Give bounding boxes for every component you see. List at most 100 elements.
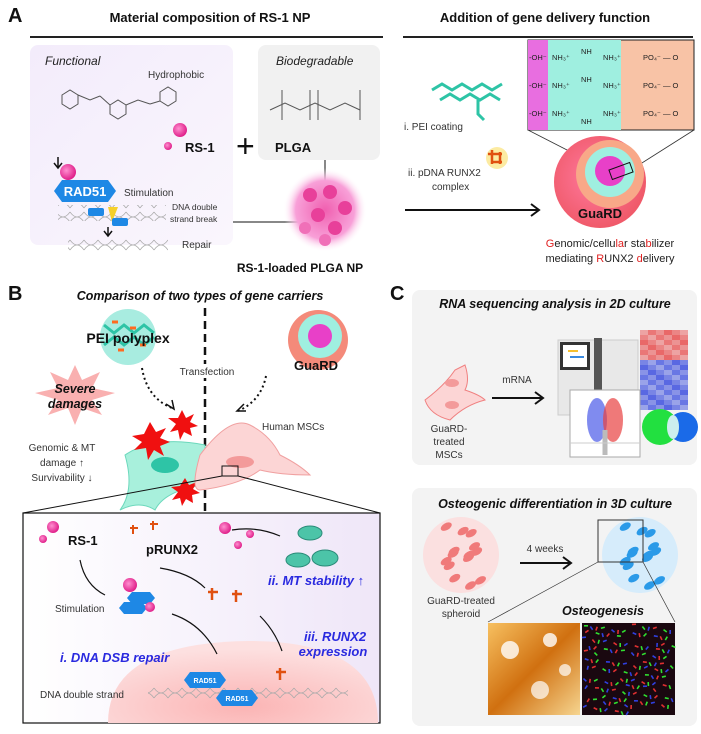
if-speckle: [623, 671, 628, 674]
repair-label: Repair: [182, 240, 212, 251]
rs1-dot: [164, 142, 172, 150]
if-speckle: [616, 635, 621, 638]
heatmap-cell: [648, 355, 656, 360]
if-speckle: [589, 626, 594, 631]
rs1-dot: [47, 521, 59, 533]
transfection-bg: [170, 364, 244, 378]
heatmap-cell: [664, 335, 672, 340]
spheroid-body: [423, 517, 499, 593]
down-arrow: [53, 157, 63, 170]
spheroid-label-line2: spheroid: [442, 609, 480, 620]
if-speckle: [614, 710, 619, 713]
if-speckle: [633, 700, 638, 702]
rad51-protein: [216, 690, 258, 706]
spheroid-cell: [440, 556, 452, 566]
heatmap-cell: [664, 355, 672, 360]
if-speckle: [653, 694, 658, 699]
guard-small: [288, 310, 348, 370]
if-speckle: [619, 678, 624, 683]
if-speckle: [660, 668, 663, 674]
if-speckle: [610, 682, 613, 687]
osteogenesis-label: Osteogenesis: [562, 604, 644, 618]
if-speckle: [602, 639, 607, 643]
dna-repaired-strand: [68, 238, 168, 252]
heatmap-cell: [640, 395, 648, 400]
if-speckle: [639, 700, 644, 706]
rs1-dot: [39, 535, 47, 543]
if-speckle: [643, 694, 648, 698]
guard-tagline-line1: Genomic/cellular stabilizer: [546, 238, 675, 250]
pei-coating-label: i. PEI coating: [404, 122, 463, 133]
heatmap-cell: [640, 390, 648, 395]
if-speckle: [591, 665, 596, 669]
heatmap-cell: [656, 335, 664, 340]
if-speckle: [660, 642, 665, 647]
heatmap: [640, 330, 688, 410]
inset-rows: -OH⁻ NH₃⁺ NH NH₃⁺ PO₄⁻ — O -OH⁻ NH₃⁺ NH …: [529, 47, 679, 126]
if-speckle: [636, 652, 639, 657]
if-speckle: [594, 687, 599, 689]
rna-seq-title: RNA sequencing analysis in 2D culture: [439, 297, 671, 311]
spheroid-cell: [619, 556, 631, 566]
break-bolt: [108, 207, 118, 222]
heatmap-cell: [672, 345, 680, 350]
panel-label-b: B: [8, 283, 22, 305]
if-speckle: [583, 649, 589, 652]
if-speckle: [631, 623, 637, 626]
prunx2-icon: [130, 521, 158, 534]
if-speckle: [614, 681, 619, 686]
heatmap-cell: [648, 340, 656, 345]
if-speckle: [647, 682, 650, 687]
inset-nh3: NH₃⁺: [552, 53, 570, 62]
np-label: RS-1-loaded PLGA NP: [237, 261, 363, 275]
spheroid-cell: [463, 553, 474, 563]
if-speckle: [629, 672, 633, 677]
down-arrow: [103, 227, 113, 238]
if-speckle: [636, 685, 640, 690]
tagline-segment: enomic/cellu: [554, 238, 615, 250]
if-speckle: [631, 685, 635, 690]
runx2-expression-line2: expression: [299, 644, 368, 659]
if-speckle: [652, 688, 657, 693]
if-speckle: [652, 626, 658, 630]
tagline-segment: elivery: [643, 253, 675, 265]
if-speckle: [669, 629, 671, 634]
if-speckle: [593, 645, 597, 650]
if-speckle: [593, 707, 598, 711]
volcano-plot: [569, 389, 641, 458]
blue-spheroid: [602, 517, 678, 593]
right-arrow: [492, 391, 545, 405]
panel-b-title: Comparison of two types of gene carriers: [77, 289, 324, 303]
venn-diagram: [642, 409, 698, 445]
inset-nh3: NH₃⁺: [603, 109, 621, 118]
heatmap-cell: [672, 395, 680, 400]
pdna-icon: [486, 147, 508, 169]
if-speckle: [606, 632, 610, 638]
if-speckle: [599, 708, 602, 713]
heatmap-cell: [656, 355, 664, 360]
if-speckle: [595, 632, 600, 635]
heatmap-cell: [680, 350, 688, 355]
heatmap-cell: [648, 380, 656, 385]
rad51-protein: [54, 180, 116, 202]
heatmap-cell: [672, 355, 680, 360]
if-speckle: [650, 701, 655, 704]
if-speckle: [620, 711, 624, 716]
heatmap-cell: [648, 385, 656, 390]
if-speckle: [620, 649, 625, 652]
damage-label-line1: Genomic & MT: [29, 443, 96, 454]
if-speckle: [653, 662, 657, 667]
rad51-label: RAD51: [194, 678, 217, 685]
if-speckle: [649, 695, 652, 700]
weeks-label: 4 weeks: [527, 544, 564, 555]
heatmap-cell: [672, 330, 680, 335]
zoom-box: [597, 519, 644, 563]
heatmap-cell: [648, 405, 656, 410]
tagline-segment: d: [637, 253, 643, 265]
inset-oh: -OH⁻: [529, 53, 547, 62]
rs1-dot: [60, 164, 76, 180]
spheroid-cell: [619, 522, 631, 531]
curved-arrow: [231, 528, 281, 537]
plga-nanoparticle: [283, 168, 367, 252]
